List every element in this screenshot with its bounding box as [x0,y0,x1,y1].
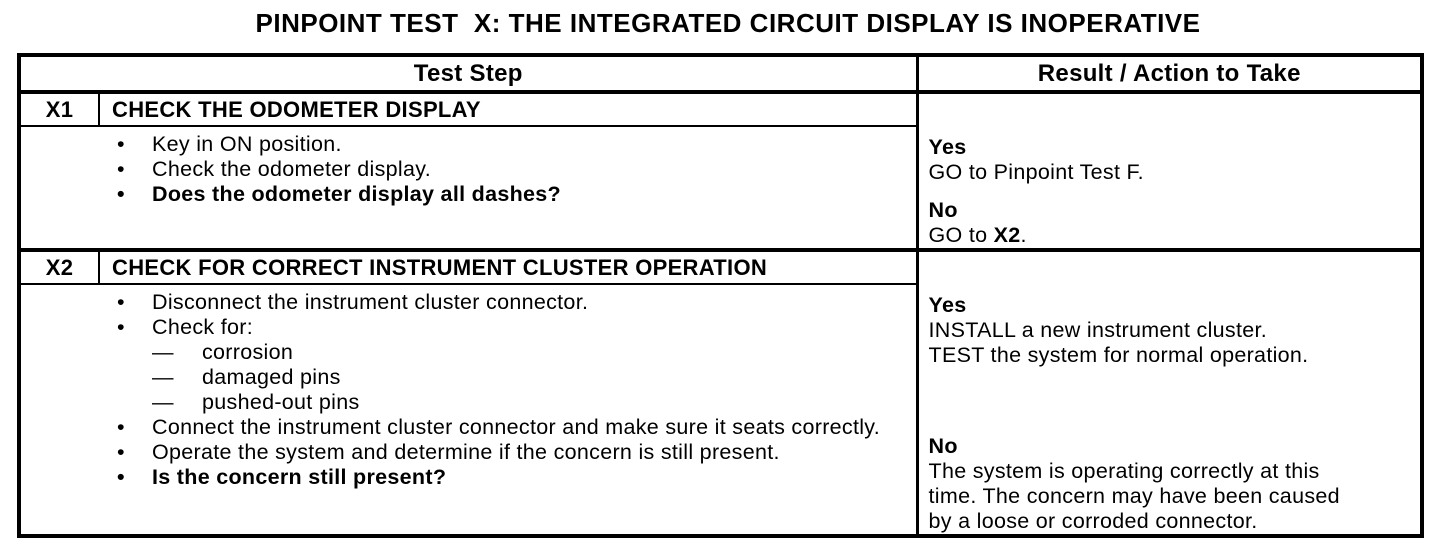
bullet-icon: • [117,132,125,157]
instruction-item: — damaged pins [21,365,906,390]
step-detail-row: • Key in ON position. • Check the odometer … [19,126,1422,252]
step-name: CHECK THE ODOMETER DISPLAY [99,92,918,128]
instruction-text: Connect the instrument cluster connector… [152,415,881,439]
table-header-row: Test Step Result / Action to Take [19,55,1423,94]
dash-icon: — [152,390,174,414]
page-title: PINPOINT TEST X: THE INTEGRATED CIRCUIT … [255,8,1201,38]
bullet-icon: • [117,440,125,464]
instruction-item: • Does the odometer display all dashes? [21,182,906,207]
result-text-segment: The system is operating correctly at thi… [928,459,1320,483]
instruction-item: • Check the odometer display. [21,157,906,182]
dash-icon: — [152,340,174,364]
instruction-item: • Connect the instrument cluster connecto… [21,415,906,440]
instruction-text: pushed-out pins [202,390,360,414]
dash-icon: — [152,365,174,389]
result-answer-label: No [928,198,958,222]
step-id: X1 [19,92,100,128]
instruction-text: corrosion [202,340,294,364]
instruction-item: • Check for: [21,315,906,340]
result-text-segment: X2 [993,223,1021,247]
instruction-text: Check the odometer display. [152,157,431,182]
instruction-text: Is the concern still present? [152,465,447,489]
result-action-line: TEST the system for normal operation. [929,343,1415,368]
result-answer-label: Yes [928,135,967,159]
step-instructions-cell: • Key in ON position. • Check the odometer … [19,126,918,252]
result-answer-label: No [928,434,958,458]
instruction-item: • Is the concern still present? [21,465,906,490]
bullet-icon: • [117,465,125,489]
instruction-text: Key in ON position. [152,132,342,157]
bullet-icon: • [117,182,125,207]
result-text-segment: by a loose or corroded connector. [928,509,1258,533]
instruction-item: — pushed-out pins [21,390,906,415]
bullet-icon: • [117,315,125,339]
result-text-segment: time. The concern may have been caused [928,484,1340,508]
instruction-item: • Key in ON position. [21,132,906,157]
result-text-segment: INSTALL a new instrument cluster. [928,318,1268,342]
result-action-line: by a loose or corroded connector. [929,509,1415,534]
result-action-line: The system is operating correctly at thi… [929,459,1415,484]
column-header-result-action: Result / Action to Take [915,55,1423,94]
instruction-text: Disconnect the instrument cluster connec… [152,290,589,314]
result-answer-label: Yes [928,293,967,317]
column-header-test-step: Test Step [19,55,918,94]
bullet-icon: • [117,415,125,439]
instruction-item: • Operate the system and determine if the… [21,440,906,465]
result-text-segment: GO to [928,223,994,247]
result-action-line: INSTALL a new instrument cluster. [929,318,1415,343]
step-instructions-cell: • Disconnect the instrument cluster conne… [19,284,918,538]
result-text-segment: GO to Pinpoint Test F. [928,160,1144,184]
result-text-segment: TEST the system for normal operation. [928,343,1309,367]
instruction-item: — corrosion [21,340,906,365]
instruction-text: Operate the system and determine if the … [152,440,780,464]
bullet-icon: • [117,157,125,182]
page: PINPOINT TEST X: THE INTEGRATED CIRCUIT … [0,8,1456,538]
instruction-text: Does the odometer display all dashes? [152,182,561,207]
result-action-line: GO to Pinpoint Test F. [929,160,1415,185]
instruction-text: Check for: [152,315,253,339]
result-action-line: time. The concern may have been caused [929,484,1415,509]
result-action-line: GO to X2. [929,223,1415,248]
step-detail-row: • Disconnect the instrument cluster conne… [19,284,1422,538]
instruction-item: • Disconnect the instrument cluster conne… [21,290,906,315]
step-id: X2 [19,250,100,285]
bullet-icon: • [117,290,125,314]
result-text-segment: . [1020,223,1027,247]
step-name: CHECK FOR CORRECT INSTRUMENT CLUSTER OPE… [99,250,918,285]
instruction-text: damaged pins [202,365,341,389]
